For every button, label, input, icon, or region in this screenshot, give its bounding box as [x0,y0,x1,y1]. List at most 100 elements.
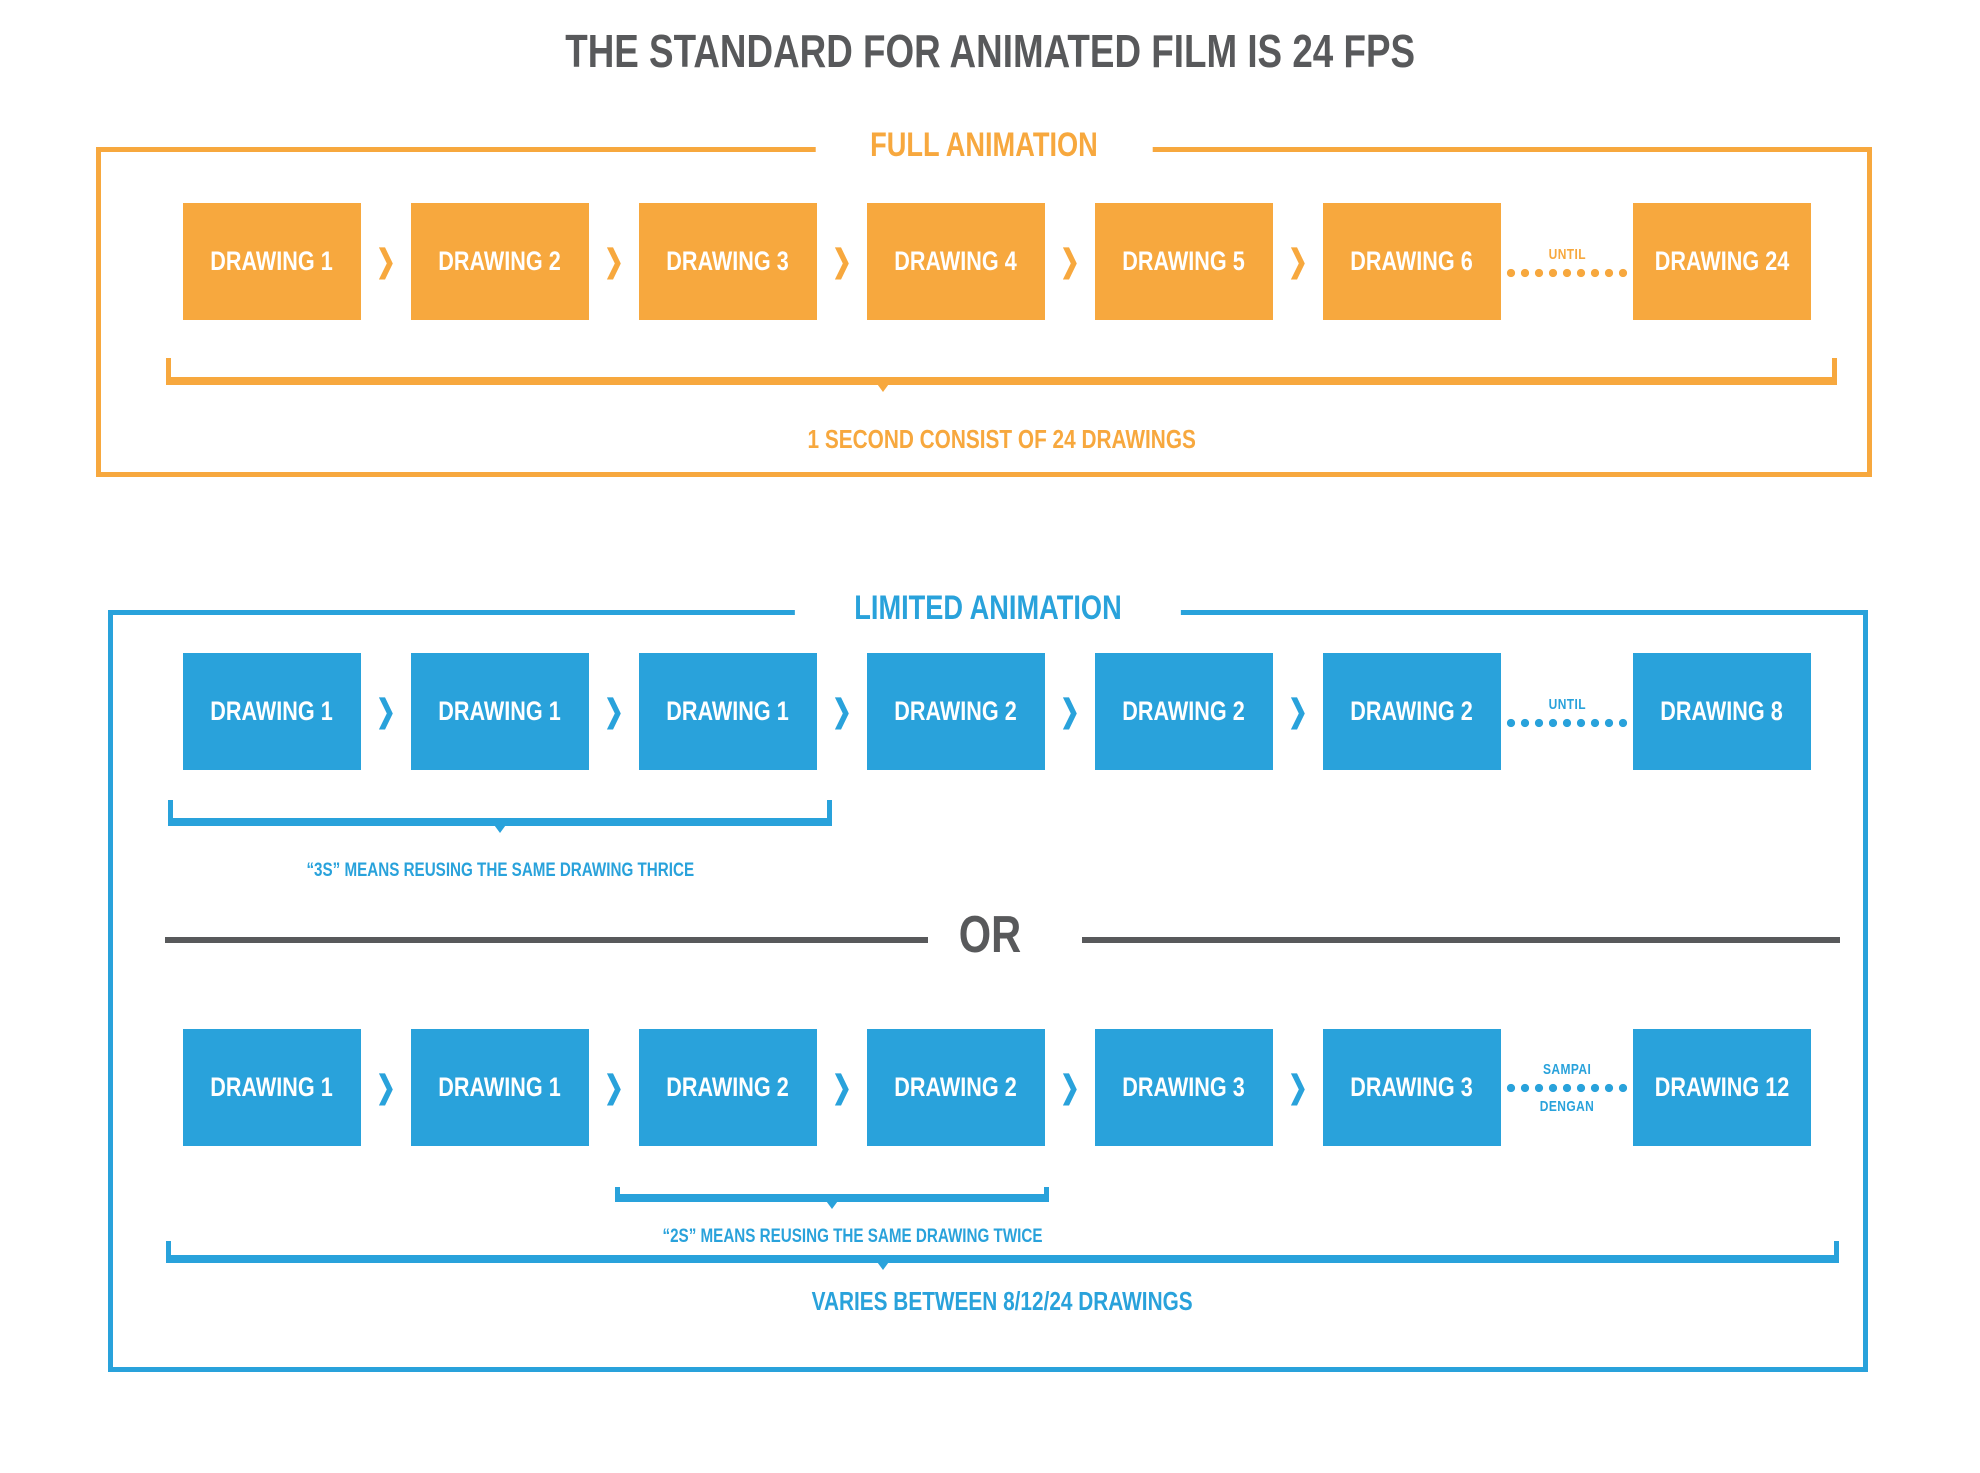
chevron-right-icon: ❯ [604,242,624,279]
reuse-thrice-caption-text: “3S” MEANS REUSING THE SAME DRAWING THRI… [306,860,694,881]
reuse-thrice-caption: “3S” MEANS REUSING THE SAME DRAWING THRI… [168,860,832,882]
drawing-box: DRAWING 2 [1323,653,1501,770]
drawing-box-label: DRAWING 1 [210,696,334,726]
chevron-right-icon: ❯ [832,692,852,729]
reuse-thrice-bracket [168,800,832,833]
chevron-right-icon: ❯ [1288,1068,1308,1105]
drawing-box-label: DRAWING 2 [894,1072,1018,1102]
drawing-box-label: DRAWING 6 [1350,246,1474,276]
drawing-box-label: DRAWING 1 [666,696,790,726]
or-label-text: OR [958,906,1022,964]
or-divider-line-left [165,937,928,943]
arrow-gap: ❯ [361,653,411,770]
drawing-box: DRAWING 1 [183,203,361,320]
drawing-box: DRAWING 1 [639,653,817,770]
drawing-box-label: DRAWING 8 [1660,696,1784,726]
drawing-box-label: DRAWING 3 [1122,1072,1246,1102]
limited-animation-section-label: LIMITED ANIMATION [794,589,1182,628]
drawing-box-label: DRAWING 2 [1122,696,1246,726]
chevron-right-icon: ❯ [376,1068,396,1105]
until-dots-icon [1504,267,1630,278]
full-animation-bracket [166,358,1837,392]
until-dots-icon [1504,717,1630,728]
full-animation-caption: 1 SECOND CONSIST OF 24 DRAWINGS [166,424,1837,455]
drawing-box-label: DRAWING 2 [894,696,1018,726]
drawing-box: DRAWING 5 [1095,203,1273,320]
drawing-box: DRAWING 2 [867,1029,1045,1146]
until-label-top: SAMPAI [1542,1060,1592,1078]
drawing-box: DRAWING 1 [411,1029,589,1146]
drawing-box: DRAWING 24 [1633,203,1811,320]
arrow-gap: ❯ [1045,1029,1095,1146]
drawing-box-label: DRAWING 5 [1122,246,1246,276]
drawing-box: DRAWING 2 [639,1029,817,1146]
chevron-right-icon: ❯ [604,1068,624,1105]
drawing-box: DRAWING 3 [639,203,817,320]
chevron-right-icon: ❯ [1060,1068,1080,1105]
full-animation-label-text: FULL ANIMATION [870,126,1098,164]
arrow-gap: ❯ [817,203,867,320]
chevron-right-icon: ❯ [376,692,396,729]
limited-animation-row-2s: DRAWING 1 ❯ DRAWING 1 ❯ DRAWING 2 ❯ DRAW… [183,1029,1811,1146]
drawing-box: DRAWING 8 [1633,653,1811,770]
until-separator: UNTIL [1501,653,1633,770]
bracket-pointer-icon [872,1255,894,1270]
drawing-box-label: DRAWING 1 [210,246,334,276]
drawing-box-label: DRAWING 3 [666,246,790,276]
bracket-pointer-icon [821,1194,843,1209]
chevron-right-icon: ❯ [832,242,852,279]
arrow-gap: ❯ [589,203,639,320]
reuse-twice-caption: “2S” MEANS REUSING THE SAME DRAWING TWIC… [615,1226,1049,1248]
arrow-gap: ❯ [589,653,639,770]
page-title: THE STANDARD FOR ANIMATED FILM IS 24 FPS [0,24,1980,78]
drawing-box: DRAWING 2 [867,653,1045,770]
chevron-right-icon: ❯ [1060,242,1080,279]
chevron-right-icon: ❯ [832,1068,852,1105]
drawing-box-label: DRAWING 2 [1350,696,1474,726]
drawing-box: DRAWING 3 [1095,1029,1273,1146]
drawing-box: DRAWING 1 [183,1029,361,1146]
or-divider-line-right [1082,937,1840,943]
drawing-box: DRAWING 2 [411,203,589,320]
drawing-box-label: DRAWING 1 [438,696,562,726]
arrow-gap: ❯ [361,203,411,320]
reuse-twice-bracket [615,1187,1049,1209]
until-label-bottom: DENGAN [1539,1097,1595,1115]
until-label: UNTIL [1548,695,1586,713]
drawing-box-label: DRAWING 4 [894,246,1018,276]
drawing-box-label: DRAWING 1 [438,1072,562,1102]
drawing-box-label: DRAWING 2 [438,246,562,276]
or-label: OR [0,905,1980,965]
arrow-gap: ❯ [1273,203,1323,320]
until-label: UNTIL [1548,245,1586,263]
full-animation-section-frame: FULL ANIMATION [96,126,1872,477]
arrow-gap: ❯ [1045,653,1095,770]
until-dots-icon [1504,1082,1630,1093]
arrow-gap: ❯ [817,653,867,770]
drawing-box-label: DRAWING 12 [1654,1072,1790,1102]
drawing-box-label: DRAWING 3 [1350,1072,1474,1102]
until-separator: UNTIL [1501,203,1633,320]
arrow-gap: ❯ [361,1029,411,1146]
chevron-right-icon: ❯ [1288,242,1308,279]
chevron-right-icon: ❯ [1060,692,1080,729]
drawing-box: DRAWING 1 [183,653,361,770]
chevron-right-icon: ❯ [376,242,396,279]
full-animation-row: DRAWING 1 ❯ DRAWING 2 ❯ DRAWING 3 ❯ DRAW… [183,203,1811,320]
bracket-pointer-icon [489,818,511,833]
limited-animation-caption: VARIES BETWEEN 8/12/24 DRAWINGS [166,1286,1839,1317]
limited-animation-section-frame: LIMITED ANIMATION [108,589,1868,1372]
bracket-pointer-icon [872,377,894,392]
until-separator: SAMPAI DENGAN [1501,1029,1633,1146]
drawing-box: DRAWING 1 [411,653,589,770]
arrow-gap: ❯ [817,1029,867,1146]
chevron-right-icon: ❯ [604,692,624,729]
drawing-box: DRAWING 4 [867,203,1045,320]
page-title-text: THE STANDARD FOR ANIMATED FILM IS 24 FPS [565,25,1415,77]
limited-animation-label-text: LIMITED ANIMATION [854,589,1122,627]
chevron-right-icon: ❯ [1288,692,1308,729]
drawing-box-label: DRAWING 2 [666,1072,790,1102]
arrow-gap: ❯ [1273,653,1323,770]
limited-animation-bracket [166,1241,1839,1270]
